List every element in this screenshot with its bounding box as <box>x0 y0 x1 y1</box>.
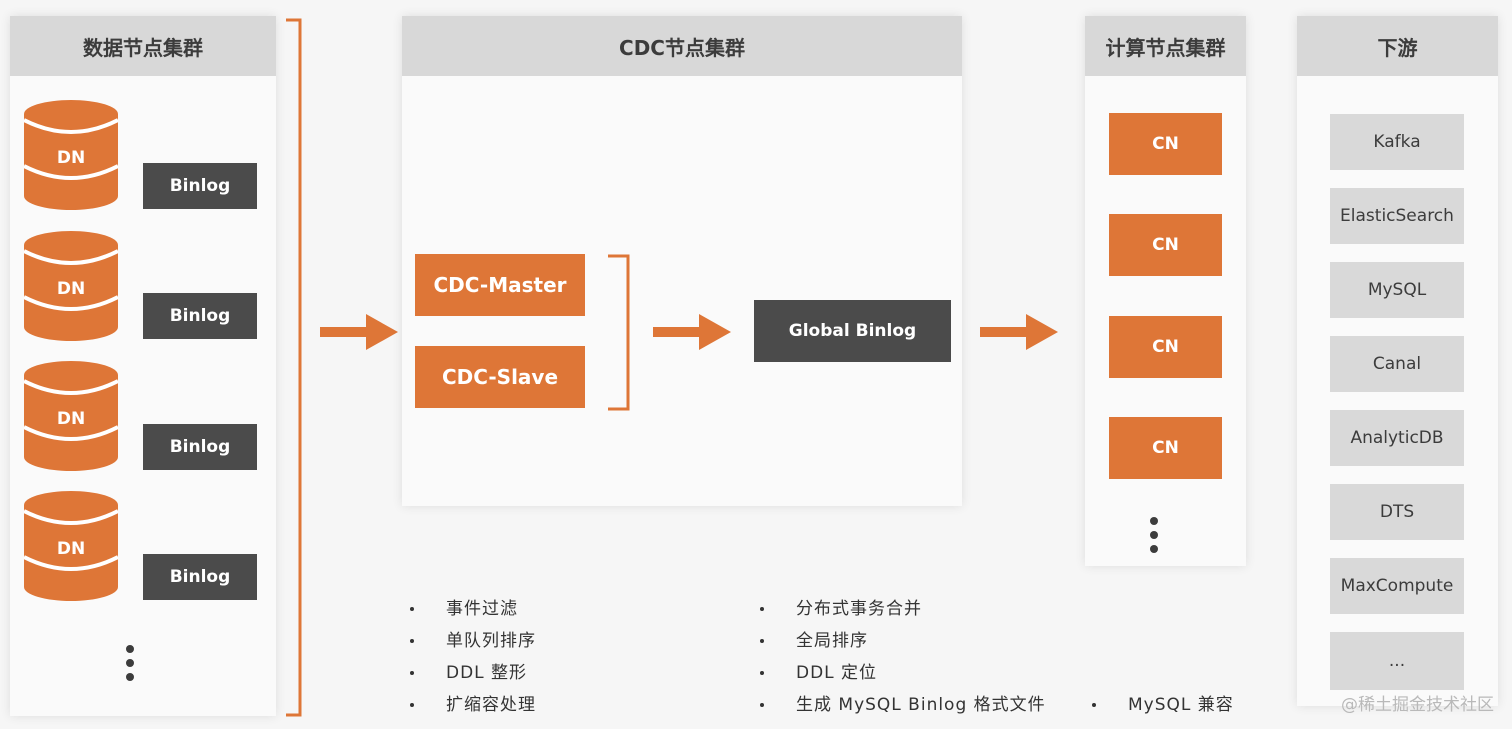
feature-item: DDL 定位 <box>760 658 877 683</box>
cn-box: CN <box>1109 417 1222 479</box>
downstream-item-kafka: Kafka <box>1330 114 1464 170</box>
feature-item: 生成 MySQL Binlog 格式文件 <box>760 690 1046 715</box>
downstream-item-analyticdb: AnalyticDB <box>1330 410 1464 466</box>
downstream-title: 下游 <box>1297 16 1498 76</box>
binlog-box: Binlog <box>143 293 257 339</box>
feature-text: DDL 整形 <box>446 663 528 683</box>
feature-item: 事件过滤 <box>410 594 518 619</box>
compute-cluster-title: 计算节点集群 <box>1085 16 1246 76</box>
cdc-bracket <box>608 254 630 411</box>
binlog-box: Binlog <box>143 163 257 209</box>
feature-text: 单队列排序 <box>446 631 536 651</box>
cn-box: CN <box>1109 113 1222 175</box>
dn-label: DN <box>56 148 86 168</box>
feature-item: 分布式事务合并 <box>760 594 922 619</box>
watermark: @稀土掘金技术社区 <box>1341 695 1494 715</box>
feature-item: 扩缩容处理 <box>410 690 536 715</box>
dn-label: DN <box>56 539 86 559</box>
cdc-master-box: CDC-Master <box>415 254 585 316</box>
dn-label: DN <box>56 409 86 429</box>
database-icon <box>23 491 119 601</box>
global-binlog-box: Global Binlog <box>754 300 951 362</box>
dn-database-1: DN <box>23 100 119 210</box>
cdc-slave-box: CDC-Slave <box>415 346 585 408</box>
dn-database-4: DN <box>23 491 119 601</box>
database-icon <box>23 361 119 471</box>
dn-database-3: DN <box>23 361 119 471</box>
flow-arrow-icon <box>980 314 1058 350</box>
dn-label: DN <box>56 279 86 299</box>
feature-text: MySQL 兼容 <box>1128 695 1234 715</box>
feature-item: 单队列排序 <box>410 626 536 651</box>
feature-item: DDL 整形 <box>410 658 527 683</box>
data-nodes-bracket <box>286 18 302 717</box>
binlog-box: Binlog <box>143 424 257 470</box>
feature-text: 分布式事务合并 <box>796 599 922 619</box>
feature-text: 扩缩容处理 <box>446 695 536 715</box>
downstream-item-maxcompute: MaxCompute <box>1330 558 1464 614</box>
feature-item: MySQL 兼容 <box>1092 690 1234 715</box>
dn-database-2: DN <box>23 231 119 341</box>
data-node-cluster-title: 数据节点集群 <box>10 16 276 76</box>
feature-text: 事件过滤 <box>446 599 518 619</box>
cn-box: CN <box>1109 214 1222 276</box>
database-icon <box>23 100 119 210</box>
feature-item: 全局排序 <box>760 626 868 651</box>
downstream-item-canal: Canal <box>1330 336 1464 392</box>
feature-text: 全局排序 <box>796 631 868 651</box>
downstream-item-mysql: MySQL <box>1330 262 1464 318</box>
feature-text: DDL 定位 <box>796 663 878 683</box>
more-data-nodes-ellipsis <box>126 645 136 687</box>
flow-arrow-icon <box>653 314 731 350</box>
cdc-cluster-title: CDC节点集群 <box>402 16 962 76</box>
flow-arrow-icon <box>320 314 398 350</box>
more-compute-nodes-ellipsis <box>1150 517 1160 559</box>
cn-box: CN <box>1109 316 1222 378</box>
downstream-item-dts: DTS <box>1330 484 1464 540</box>
downstream-item-elasticsearch: ElasticSearch <box>1330 188 1464 244</box>
database-icon <box>23 231 119 341</box>
feature-text: 生成 MySQL Binlog 格式文件 <box>796 695 1046 715</box>
binlog-box: Binlog <box>143 554 257 600</box>
downstream-item-more: ... <box>1330 632 1464 690</box>
compute-cluster-panel: 计算节点集群 <box>1085 16 1246 566</box>
